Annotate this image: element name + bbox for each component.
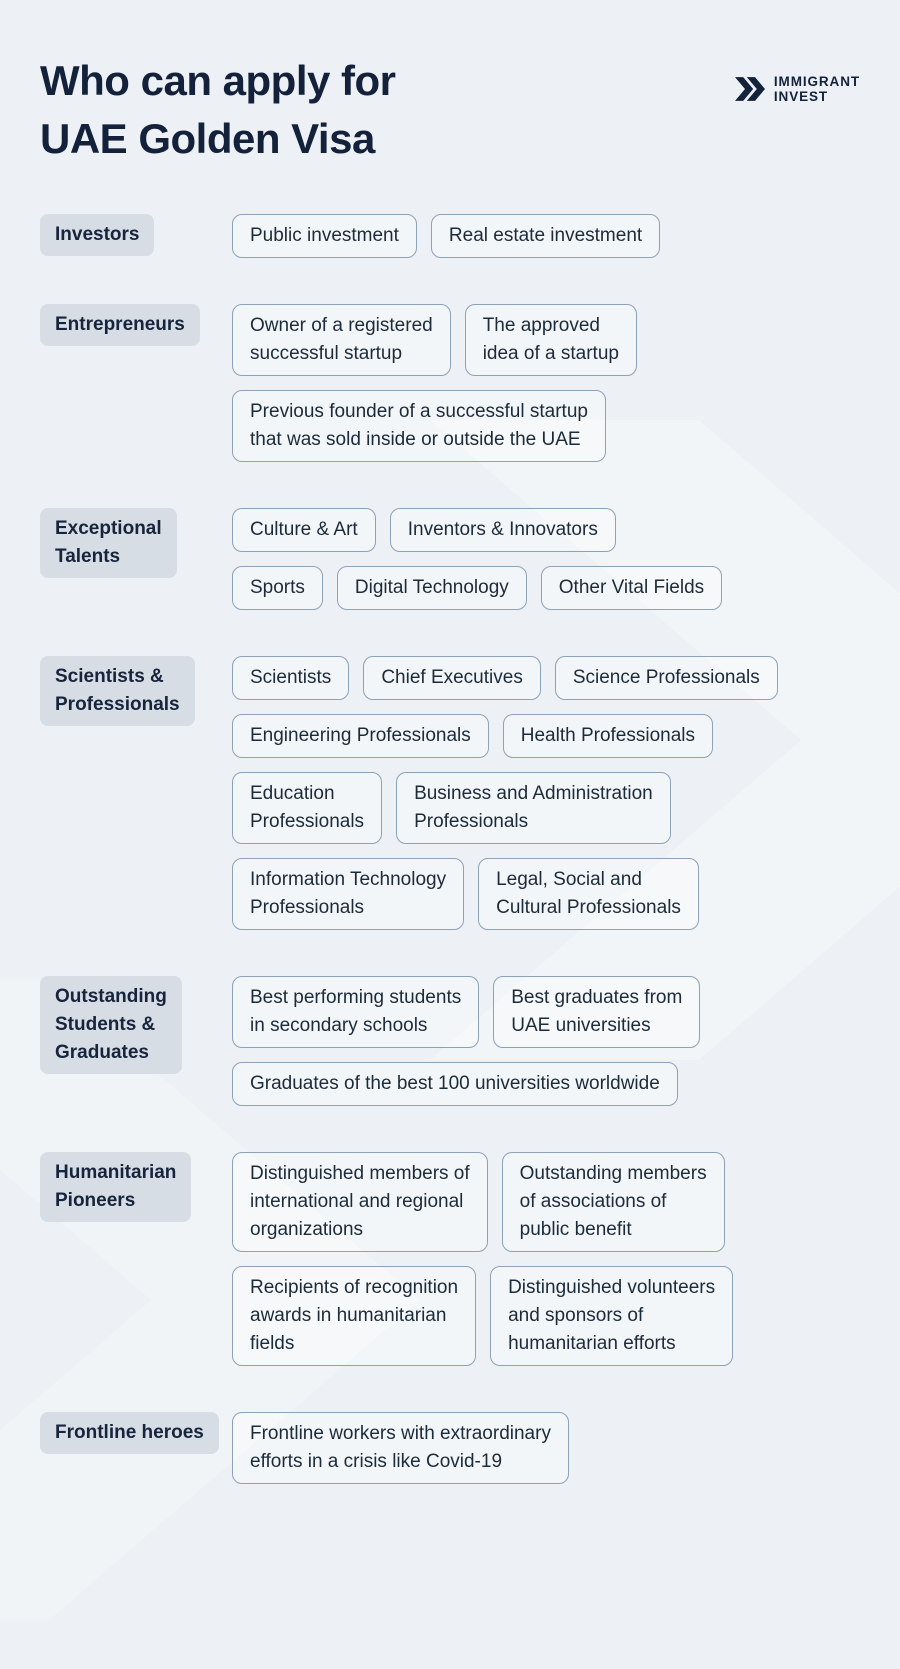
double-chevron-right-icon (734, 76, 765, 102)
pill-row: Culture & Art Inventors & Innovators (232, 507, 860, 552)
pill-row: Scientists Chief Executives Science Prof… (232, 655, 860, 700)
option-pill: Digital Technology (336, 565, 527, 610)
option-pill: Engineering Professionals (232, 713, 489, 758)
option-pill: Inventors & Innovators (389, 507, 616, 552)
section-right: Culture & Art Inventors & Innovators Spo… (232, 507, 860, 610)
section-left: Frontline heroes (40, 1411, 232, 1454)
section-humanitarian-pioneers: Humanitarian Pioneers Distinguished memb… (40, 1151, 860, 1366)
option-pill: Health Professionals (502, 713, 714, 758)
option-pill: Education Professionals (232, 771, 383, 844)
section-exceptional-talents: Exceptional Talents Culture & Art Invent… (40, 507, 860, 610)
section-entrepreneurs: Entrepreneurs Owner of a registered succ… (40, 303, 860, 462)
section-left: Exceptional Talents (40, 507, 232, 578)
option-pill: Best graduates from UAE universities (493, 975, 701, 1048)
category-label-entrepreneurs: Entrepreneurs (40, 303, 200, 346)
section-frontline-heroes: Frontline heroes Frontline workers with … (40, 1411, 860, 1484)
logo-text-line2: INVEST (773, 89, 829, 105)
option-pill: Legal, Social and Cultural Professionals (478, 857, 699, 930)
option-pill: Scientists (232, 655, 350, 700)
option-pill: Other Vital Fields (540, 565, 723, 610)
section-right: Public investment Real estate investment (232, 213, 860, 258)
category-label-frontline-heroes: Frontline heroes (40, 1411, 219, 1454)
option-pill: Information Technology Professionals (232, 857, 465, 930)
category-label-outstanding-students-graduates: Outstanding Students & Graduates (40, 975, 182, 1074)
section-right: Best performing students in secondary sc… (232, 975, 860, 1106)
section-right: Owner of a registered successful startup… (232, 303, 860, 462)
pill-row: Sports Digital Technology Other Vital Fi… (232, 565, 860, 610)
section-scientists-professionals: Scientists & Professionals Scientists Ch… (40, 655, 860, 930)
option-pill: Frontline workers with extraordinary eff… (232, 1411, 569, 1484)
option-pill: Best performing students in secondary sc… (232, 975, 480, 1048)
logo-text: IMMIGRANT INVEST (774, 74, 860, 104)
option-pill: Owner of a registered successful startup (232, 303, 451, 376)
option-pill: Chief Executives (363, 655, 541, 700)
option-pill: Previous founder of a successful startup… (232, 389, 606, 462)
logo-text-line1: IMMIGRANT (773, 74, 860, 89)
pill-row: Graduates of the best 100 universities w… (232, 1061, 860, 1106)
section-left: Outstanding Students & Graduates (40, 975, 232, 1074)
pill-row: Information Technology Professionals Leg… (232, 857, 860, 930)
category-label-scientists-professionals: Scientists & Professionals (40, 655, 195, 726)
option-pill: Outstanding members of associations of p… (501, 1151, 725, 1252)
section-left: Scientists & Professionals (40, 655, 232, 726)
page-title-line2: UAE Golden Visa (40, 114, 375, 162)
page-title-line1: Who can apply for (40, 57, 396, 104)
pill-row: Frontline workers with extraordinary eff… (232, 1411, 860, 1484)
option-pill: Business and Administration Professional… (396, 771, 671, 844)
option-pill: Culture & Art (232, 507, 376, 552)
section-investors: Investors Public investment Real estate … (40, 213, 860, 258)
pill-row: Education Professionals Business and Adm… (232, 771, 860, 844)
option-pill: Sports (232, 565, 323, 610)
section-left: Humanitarian Pioneers (40, 1151, 232, 1222)
pill-row: Public investment Real estate investment (232, 213, 860, 258)
option-pill: Public investment (232, 213, 417, 258)
category-label-exceptional-talents: Exceptional Talents (40, 507, 177, 578)
section-right: Frontline workers with extraordinary eff… (232, 1411, 860, 1484)
category-label-humanitarian-pioneers: Humanitarian Pioneers (40, 1151, 192, 1222)
option-pill: Recipients of recognition awards in huma… (232, 1265, 477, 1366)
section-right: Distinguished members of international a… (232, 1151, 860, 1366)
pill-row: Best performing students in secondary sc… (232, 975, 860, 1048)
option-pill: Distinguished volunteers and sponsors of… (490, 1265, 734, 1366)
pill-row: Owner of a registered successful startup… (232, 303, 860, 376)
pill-row: Engineering Professionals Health Profess… (232, 713, 860, 758)
section-left: Entrepreneurs (40, 303, 232, 346)
pill-row: Previous founder of a successful startup… (232, 389, 860, 462)
option-pill: Graduates of the best 100 universities w… (232, 1061, 678, 1106)
pill-row: Distinguished members of international a… (232, 1151, 860, 1252)
pill-row: Recipients of recognition awards in huma… (232, 1265, 860, 1366)
section-left: Investors (40, 213, 232, 256)
section-outstanding-students-graduates: Outstanding Students & Graduates Best pe… (40, 975, 860, 1106)
category-label-investors: Investors (40, 213, 155, 256)
option-pill: Real estate investment (430, 213, 661, 258)
logo: IMMIGRANT INVEST (734, 74, 860, 104)
option-pill: The approved idea of a startup (464, 303, 637, 376)
section-right: Scientists Chief Executives Science Prof… (232, 655, 860, 930)
option-pill: Science Professionals (554, 655, 778, 700)
option-pill: Distinguished members of international a… (232, 1151, 488, 1252)
